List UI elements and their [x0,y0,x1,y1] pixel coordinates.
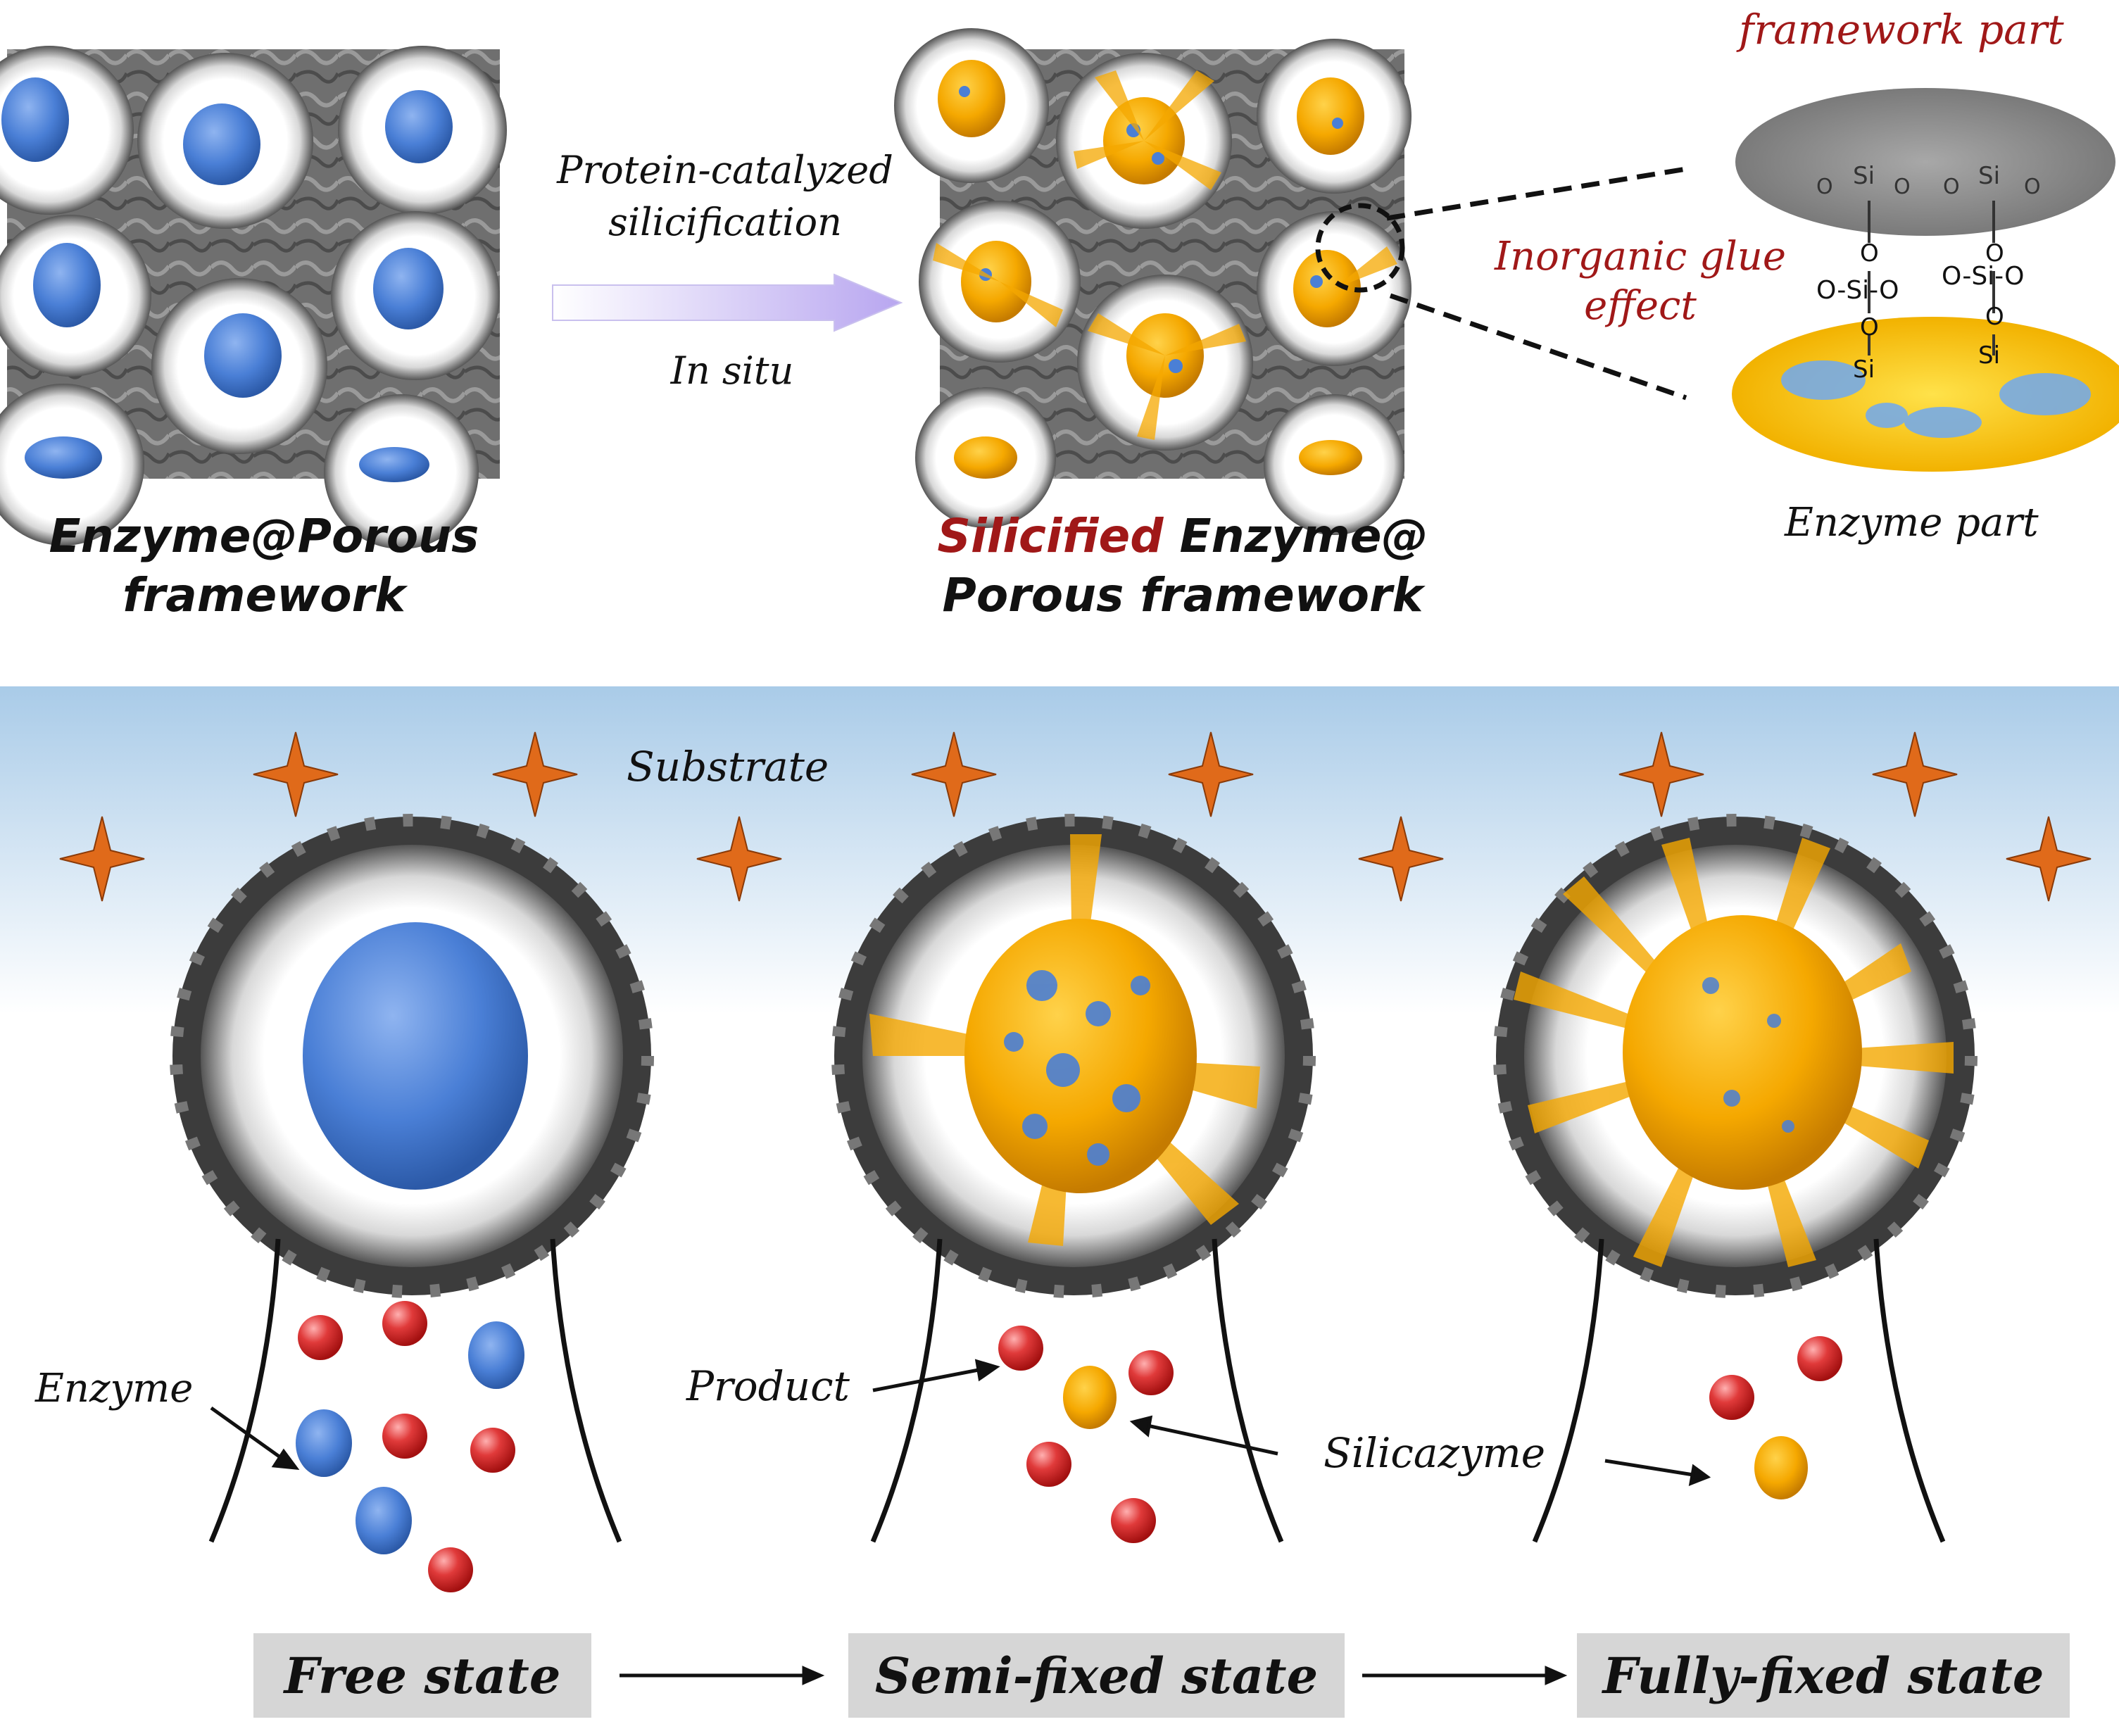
zoom-circle [1315,203,1405,293]
silica-cones-small [933,70,1397,440]
o-top-2: O [1894,175,1911,199]
si-top-right: Si [1978,162,2001,190]
chemistry-inset [1732,88,2119,472]
o-top-1: O [1816,175,1833,199]
pore-free [170,814,654,1298]
pore-array [0,46,507,549]
arrow-label-bottom: In situ [670,348,794,393]
label-enzyme: Enzyme [35,1366,194,1411]
o-top-4: O [2024,175,2041,199]
o-link-left: O [1860,239,1879,268]
caption-enzyme-porous: Enzyme@Porous framework [21,507,507,625]
label-glue-effect: Inorganic glue effect [1485,232,1795,331]
annotation-arrows [210,1359,1711,1685]
glue-line-2: effect [1584,283,1697,329]
arrow-label-top: Protein-catalyzed silicification [521,144,929,249]
state-free: Free state [253,1633,591,1718]
o-lower-left: O [1860,313,1879,341]
caption-silicified: Silicified Enzyme@ Porous framework [929,507,1436,625]
panel-enzyme-porous [0,46,507,549]
channels [208,1238,1946,1543]
released-enzymes [296,1321,1808,1554]
pore-semi-fixed [831,814,1316,1298]
full-enzyme [1623,915,1862,1190]
state-fully-fixed: Fully-fixed state [1577,1633,2070,1718]
caption-silicified-line2: Porous framework [942,568,1423,622]
o-top-3: O [1943,175,1960,199]
framework-ellipse [1735,88,2115,236]
label-substrate: Substrate [627,743,829,791]
enzyme-molecules [1,77,453,482]
process-arrow [552,273,903,332]
label-enzyme-part: Enzyme part [1785,500,2039,546]
osio-right: O-Si-O [1942,262,2025,291]
si-bottom-left: Si [1853,356,1875,384]
semi-enzyme [964,919,1197,1193]
o-link-right: O [1985,239,2004,268]
caption-silicified-red: Silicified [937,509,1164,563]
si-top-left: Si [1853,162,1875,190]
state-semi-fixed: Semi-fixed state [848,1633,1345,1718]
bottom-scene [0,686,2119,1685]
caption-silicified-line1: Enzyme@ [1179,509,1428,563]
si-bottom-right: Si [1978,341,2001,370]
zoom-lines [1386,166,1687,401]
products [298,1301,1842,1592]
arrow-label-line-1: Protein-catalyzed [557,148,893,192]
label-product: Product [686,1362,850,1410]
substrate-stars [59,731,2092,902]
free-enzyme [303,922,528,1190]
caption-line-2: framework [122,568,406,622]
label-silicazyme: Silicazyme [1323,1429,1546,1477]
osio-left: O-Si-O [1816,276,1899,305]
pore-fully-fixed [1493,814,1977,1298]
arrow-label-line-2: silicification [608,200,842,244]
label-framework-part: framework part [1739,6,2064,54]
glue-line-1: Inorganic glue [1494,234,1786,279]
panel-silicified-porous [894,28,1411,535]
enzyme-ellipse [1732,317,2119,472]
caption-line-1: Enzyme@Porous [49,509,479,563]
o-lower-right: O [1985,303,2004,331]
